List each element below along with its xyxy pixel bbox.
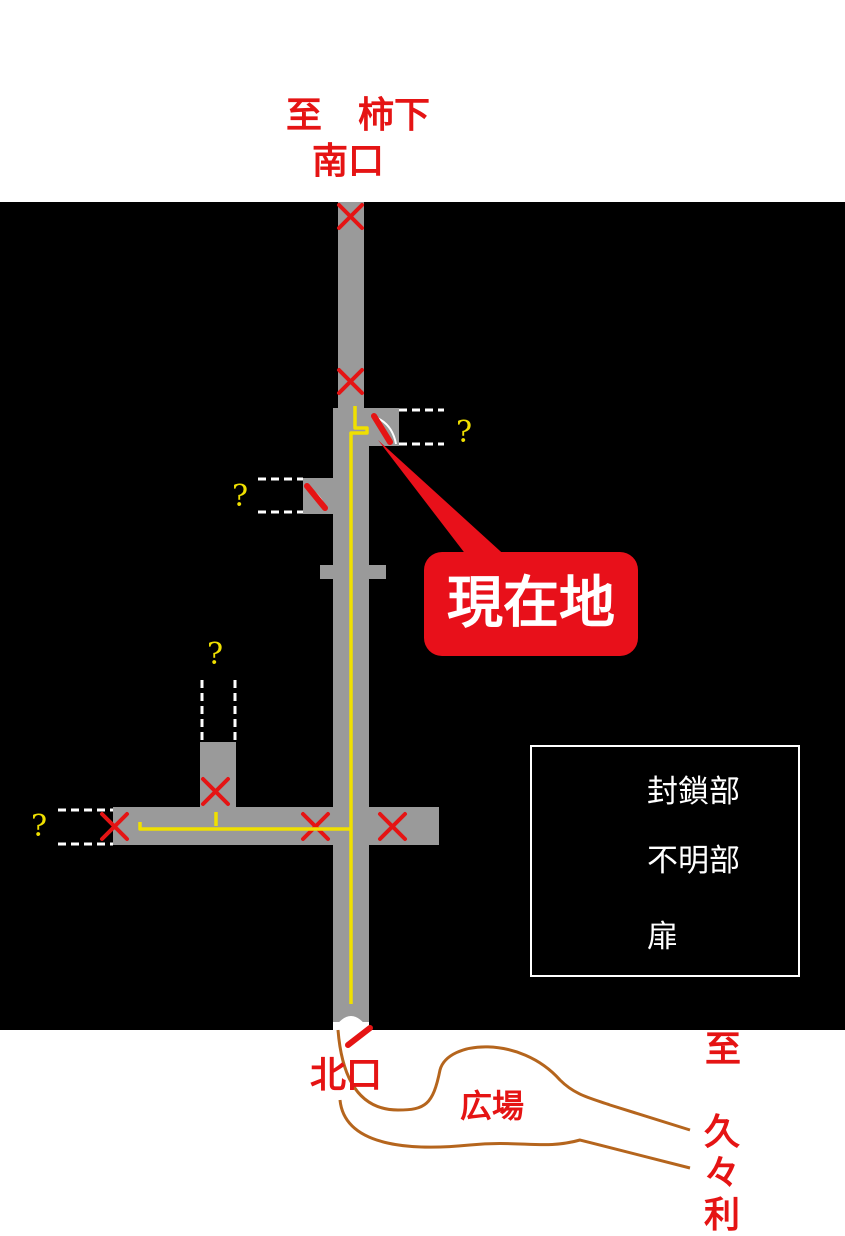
current-location-callout: 現在地	[424, 552, 638, 656]
legend-box: 封鎖部 不明部 扉	[530, 745, 800, 977]
kukuri-char: 々	[703, 1153, 740, 1195]
south-destination-label: 至 柿下	[286, 95, 431, 136]
north-exit-label: 北口	[310, 1055, 383, 1096]
route-path	[138, 406, 369, 1004]
unknown-mark: ?	[232, 479, 249, 514]
surface-path	[336, 1029, 691, 1170]
kukuri-to-label: 至	[705, 1029, 742, 1070]
plaza-label: 広場	[460, 1087, 525, 1125]
legend-blocked-label: 封鎖部	[647, 774, 740, 810]
south-exit-label: 南口	[312, 141, 385, 182]
unknown-sections	[58, 408, 444, 846]
unknown-mark: ?	[207, 637, 224, 672]
legend-door-label: 扉	[647, 919, 678, 955]
unknown-mark: ?	[456, 415, 473, 450]
unknown-mark: ?	[31, 809, 48, 844]
callout-pointer	[378, 440, 510, 560]
kukuri-char: 利	[703, 1194, 740, 1236]
door-markers	[304, 413, 393, 1048]
kukuri-label: 久 々 利	[702, 1112, 742, 1236]
kukuri-char: 久	[703, 1112, 740, 1153]
north-exit-floor	[333, 1022, 369, 1030]
legend-unknown-label: 不明部	[647, 843, 740, 879]
blocked-marks	[100, 203, 407, 841]
passage-network	[113, 202, 439, 1030]
